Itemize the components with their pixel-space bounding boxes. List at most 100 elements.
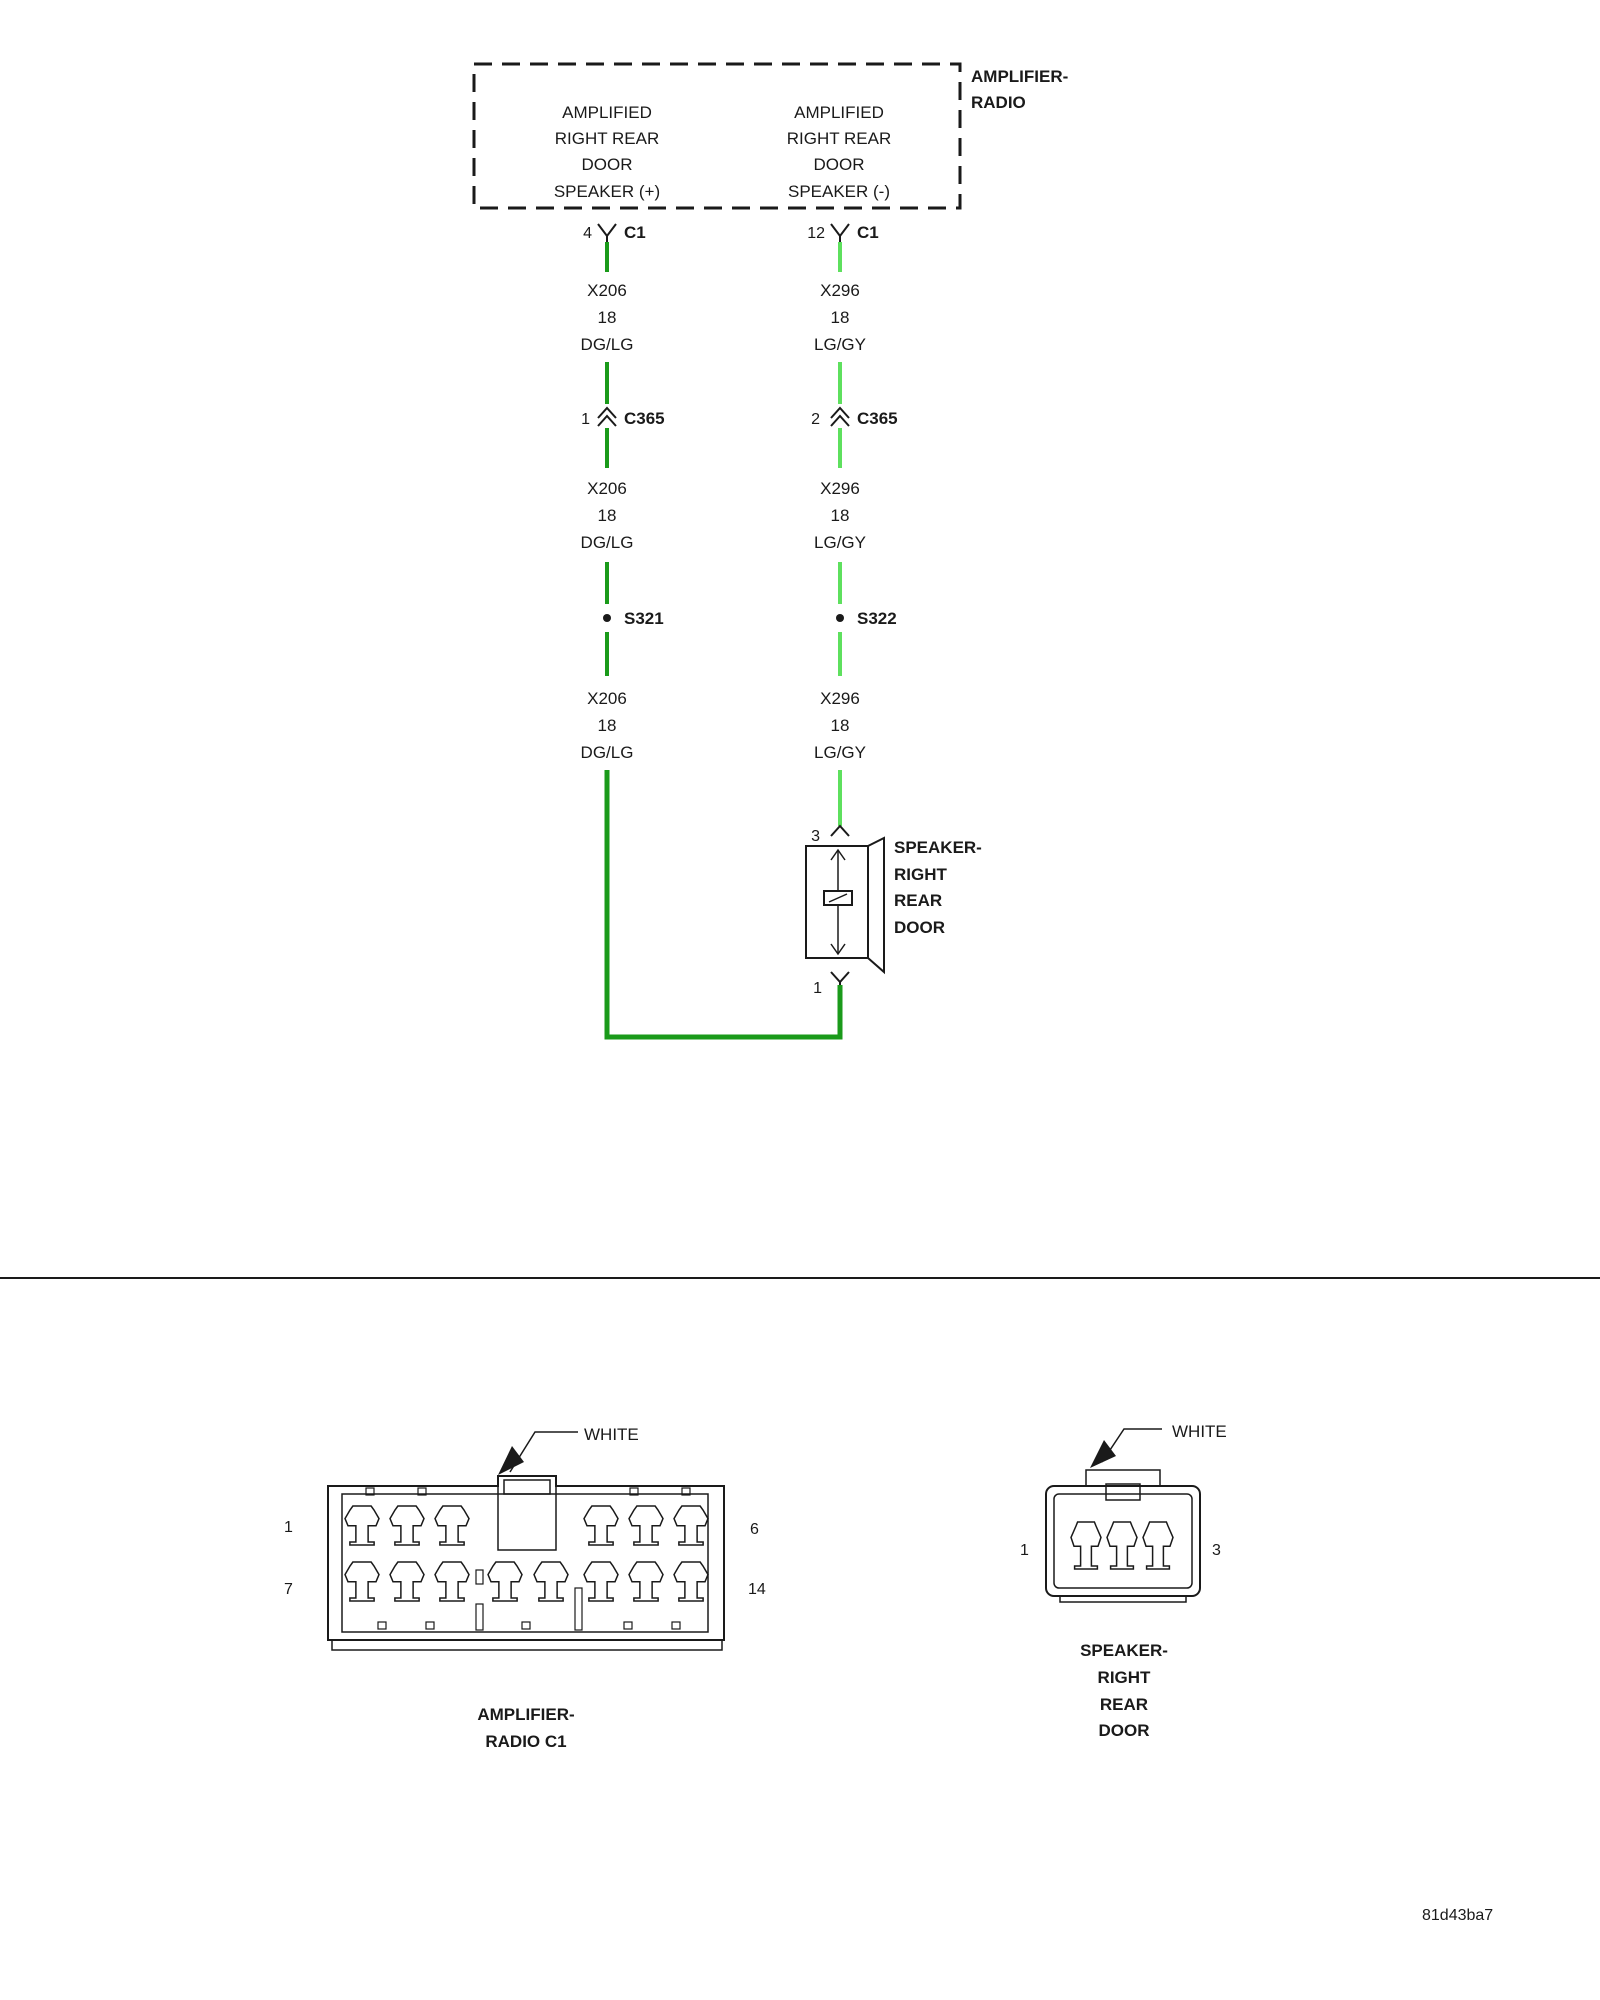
splice-s321-label: S321 — [624, 609, 664, 628]
svg-text:18: 18 — [598, 506, 617, 525]
speaker-conn-pin-1: 1 — [1020, 1542, 1029, 1559]
svg-text:18: 18 — [598, 716, 617, 735]
amplifier-radio-box — [472, 62, 962, 210]
connector-cavity — [628, 1505, 664, 1546]
module-name-line1: AMPLIFIER- — [971, 67, 1068, 86]
svg-text:REAR: REAR — [894, 891, 942, 910]
connector-cavity — [487, 1561, 523, 1602]
c1-label-left: C1 — [624, 223, 646, 242]
svg-text:18: 18 — [831, 716, 850, 735]
speaker-connector-cavities — [1070, 1521, 1174, 1570]
figure-id: 81d43ba7 — [1422, 1907, 1493, 1924]
speaker-pin3-connector-icon — [830, 824, 850, 837]
svg-text:SPEAKER (-): SPEAKER (-) — [788, 182, 890, 201]
connector-cavity — [434, 1505, 470, 1546]
speaker-conn-pin-3: 3 — [1212, 1542, 1221, 1559]
connector-cavity — [1070, 1521, 1102, 1570]
svg-text:RIGHT: RIGHT — [1098, 1668, 1152, 1687]
c365-pin-right: 2 — [811, 411, 820, 428]
speaker-body — [805, 845, 869, 959]
speaker-cone-icon — [867, 836, 885, 975]
connector-cavity — [628, 1561, 664, 1602]
c365-connector-left-icon — [597, 406, 617, 427]
svg-text:RIGHT REAR: RIGHT REAR — [787, 129, 892, 148]
c365-label-right: C365 — [857, 409, 898, 428]
c1-connector-right-icon — [830, 223, 850, 242]
speaker-right-rear-door: 3 1 SPEAKER- RIGHT REAR DOOR — [805, 824, 982, 1037]
amplifier-radio-c1-connector-view: WHITE 1 7 6 14 AMPLIFIER- RADIO C1 — [284, 1425, 766, 1751]
svg-text:RADIO C1: RADIO C1 — [485, 1732, 566, 1751]
wire-label-right-2: X296 18 LG/GY — [814, 479, 866, 552]
svg-text:SPEAKER-: SPEAKER- — [1080, 1641, 1168, 1660]
svg-text:X296: X296 — [820, 689, 860, 708]
svg-text:AMPLIFIED: AMPLIFIED — [794, 103, 884, 122]
wire-label-left-2: X206 18 DG/LG — [581, 479, 634, 552]
speaker-connector-color: WHITE — [1172, 1422, 1227, 1441]
svg-text:DOOR: DOOR — [582, 155, 633, 174]
amp-pin-7: 7 — [284, 1581, 293, 1598]
connector-cavity — [583, 1561, 619, 1602]
wire-label-left-3: X206 18 DG/LG — [581, 689, 634, 762]
amp-connector-name: AMPLIFIER- RADIO C1 — [477, 1705, 574, 1751]
c1-pin-left: 4 — [583, 225, 592, 242]
amp-connector-cavities — [344, 1505, 709, 1602]
connector-cavity — [344, 1505, 380, 1546]
amp-connector-color: WHITE — [584, 1425, 639, 1444]
amp-pin-6: 6 — [750, 1521, 759, 1538]
svg-text:18: 18 — [831, 506, 850, 525]
svg-text:DOOR: DOOR — [1099, 1721, 1150, 1740]
svg-text:AMPLIFIER-: AMPLIFIER- — [477, 1705, 574, 1724]
connector-cavity — [344, 1561, 380, 1602]
svg-text:SPEAKER (+): SPEAKER (+) — [554, 182, 660, 201]
speaker-connector-name: SPEAKER- RIGHT REAR DOOR — [1080, 1641, 1168, 1740]
connector-cavity — [583, 1505, 619, 1546]
svg-text:DG/LG: DG/LG — [581, 335, 634, 354]
connector-cavity — [389, 1505, 425, 1546]
wire-label-right-3: X296 18 LG/GY — [814, 689, 866, 762]
svg-text:SPEAKER-: SPEAKER- — [894, 838, 982, 857]
left-circuit: 4 C1 X206 18 DG/LG 1 C365 X206 18 DG/LG … — [581, 223, 843, 1040]
connector-cavity — [1142, 1521, 1174, 1570]
c1-connector-left-icon — [597, 223, 617, 242]
splice-s322-label: S322 — [857, 609, 897, 628]
svg-text:X206: X206 — [587, 281, 627, 300]
amp-connector-pointer-icon — [509, 1431, 578, 1473]
svg-text:X206: X206 — [587, 689, 627, 708]
connector-cavity — [434, 1561, 470, 1602]
wire-label-right-1: X296 18 LG/GY — [814, 281, 866, 354]
splice-s322-dot — [836, 614, 844, 622]
svg-text:DOOR: DOOR — [814, 155, 865, 174]
splice-s321-dot — [603, 614, 611, 622]
svg-text:18: 18 — [598, 308, 617, 327]
speaker-connector-view: WHITE 1 3 SPEAKER- RIGHT REAR DOOR — [1020, 1422, 1227, 1740]
svg-text:DG/LG: DG/LG — [581, 743, 634, 762]
c365-label-left: C365 — [624, 409, 665, 428]
svg-text:DG/LG: DG/LG — [581, 533, 634, 552]
speaker-pin-bottom: 1 — [813, 980, 822, 997]
connector-cavity — [389, 1561, 425, 1602]
pin-plus-description: AMPLIFIED RIGHT REAR DOOR SPEAKER (+) — [554, 103, 660, 201]
wire-label-left-1: X206 18 DG/LG — [581, 281, 634, 354]
svg-text:LG/GY: LG/GY — [814, 533, 866, 552]
right-circuit: 12 C1 X296 18 LG/GY 2 C365 X296 18 LG/GY… — [807, 223, 898, 826]
module-name-line2: RADIO — [971, 93, 1026, 112]
svg-text:RIGHT REAR: RIGHT REAR — [555, 129, 660, 148]
connector-cavity — [533, 1561, 569, 1602]
c365-connector-right-icon — [830, 406, 850, 427]
svg-text:18: 18 — [831, 308, 850, 327]
svg-text:DOOR: DOOR — [894, 918, 945, 937]
svg-text:REAR: REAR — [1100, 1695, 1148, 1714]
svg-text:LG/GY: LG/GY — [814, 743, 866, 762]
amp-pin-14: 14 — [748, 1581, 766, 1598]
svg-text:X296: X296 — [820, 281, 860, 300]
c1-label-right: C1 — [857, 223, 879, 242]
connector-cavity — [673, 1505, 709, 1546]
svg-text:X206: X206 — [587, 479, 627, 498]
c1-pin-right: 12 — [807, 225, 825, 242]
speaker-pin-top: 3 — [811, 828, 820, 845]
amp-pin-1: 1 — [284, 1519, 293, 1536]
svg-text:X296: X296 — [820, 479, 860, 498]
svg-text:AMPLIFIED: AMPLIFIED — [562, 103, 652, 122]
speaker-name: SPEAKER- RIGHT REAR DOOR — [894, 838, 982, 937]
